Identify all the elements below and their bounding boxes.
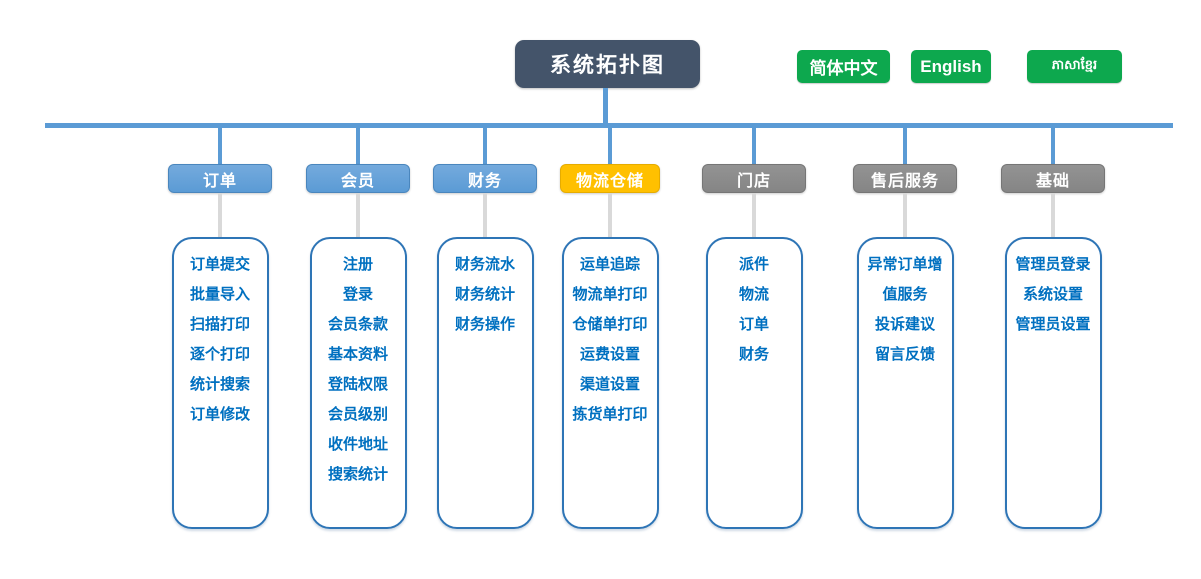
header-panel-connector — [903, 193, 907, 237]
module-header-stores[interactable]: 门店 — [702, 164, 806, 193]
module-header-members[interactable]: 会员 — [306, 164, 410, 193]
column-finance: 财务 财务流水财务统计财务操作 — [430, 128, 540, 529]
header-panel-connector — [608, 193, 612, 237]
menu-item[interactable]: 运单追踪 — [579, 256, 640, 273]
module-header-after-sales[interactable]: 售后服务 — [853, 164, 957, 193]
header-panel-connector — [1051, 193, 1055, 237]
menu-item[interactable]: 扫描打印 — [189, 316, 250, 333]
menu-item[interactable]: 财务 — [738, 346, 769, 363]
menu-item[interactable]: 异常订单增 — [867, 256, 943, 273]
menu-item[interactable]: 财务操作 — [454, 316, 515, 333]
title-connector-line — [603, 88, 608, 124]
branch-connector-line — [483, 128, 487, 164]
menu-item[interactable]: 登陆权限 — [327, 376, 388, 393]
menu-item[interactable]: 系统设置 — [1022, 286, 1083, 303]
branch-connector-line — [752, 128, 756, 164]
header-panel-connector — [218, 193, 222, 237]
module-panel-stores: 派件物流订单财务 — [705, 237, 803, 529]
menu-item[interactable]: 值服务 — [882, 286, 928, 303]
menu-item[interactable]: 搜索统计 — [327, 466, 388, 483]
menu-item[interactable]: 派件 — [738, 256, 769, 273]
branch-connector-line — [903, 128, 907, 164]
column-stores: 门店 派件物流订单财务 — [699, 128, 809, 529]
module-panel-orders: 订单提交批量导入扫描打印逐个打印统计搜索订单修改 — [171, 237, 269, 529]
menu-item[interactable]: 管理员登录 — [1015, 256, 1091, 273]
column-members: 会员 注册登录会员条款基本资料登陆权限会员级别收件地址搜索统计 — [303, 128, 413, 529]
menu-item[interactable]: 逐个打印 — [189, 346, 250, 363]
menu-item[interactable]: 投诉建议 — [874, 316, 935, 333]
menu-item[interactable]: 登录 — [342, 286, 373, 303]
menu-item[interactable]: 拣货单打印 — [572, 406, 648, 423]
menu-item[interactable]: 财务统计 — [454, 286, 515, 303]
column-logistics-warehouse: 物流仓储 运单追踪物流单打印仓储单打印运费设置渠道设置拣货单打印 — [555, 128, 665, 529]
language-button-english[interactable]: English — [911, 50, 991, 83]
menu-item[interactable]: 财务流水 — [454, 256, 515, 273]
header-panel-connector — [752, 193, 756, 237]
module-panel-members: 注册登录会员条款基本资料登陆权限会员级别收件地址搜索统计 — [309, 237, 407, 529]
module-header-orders[interactable]: 订单 — [168, 164, 272, 193]
column-basic: 基础 管理员登录系统设置管理员设置 — [998, 128, 1108, 529]
menu-item[interactable]: 运费设置 — [579, 346, 640, 363]
trunk-connector-line — [45, 123, 1173, 128]
module-panel-logistics-warehouse: 运单追踪物流单打印仓储单打印运费设置渠道设置拣货单打印 — [561, 237, 659, 529]
header-panel-connector — [483, 193, 487, 237]
menu-item[interactable]: 会员条款 — [327, 316, 388, 333]
menu-item[interactable]: 物流单打印 — [572, 286, 648, 303]
branch-connector-line — [356, 128, 360, 164]
menu-item[interactable]: 统计搜索 — [189, 376, 250, 393]
branch-connector-line — [608, 128, 612, 164]
module-header-basic[interactable]: 基础 — [1001, 164, 1105, 193]
menu-item[interactable]: 订单提交 — [189, 256, 250, 273]
menu-item[interactable]: 渠道设置 — [579, 376, 640, 393]
branch-connector-line — [218, 128, 222, 164]
language-button-chinese[interactable]: 简体中文 — [797, 50, 890, 83]
module-panel-basic: 管理员登录系统设置管理员设置 — [1004, 237, 1102, 529]
column-after-sales: 售后服务 异常订单增值服务投诉建议留言反馈 — [850, 128, 960, 529]
module-header-logistics-warehouse[interactable]: 物流仓储 — [560, 164, 660, 193]
menu-item[interactable]: 批量导入 — [189, 286, 250, 303]
branch-connector-line — [1051, 128, 1055, 164]
module-panel-after-sales: 异常订单增值服务投诉建议留言反馈 — [856, 237, 954, 529]
menu-item[interactable]: 会员级别 — [327, 406, 388, 423]
menu-item[interactable]: 基本资料 — [327, 346, 388, 363]
column-orders: 订单 订单提交批量导入扫描打印逐个打印统计搜索订单修改 — [165, 128, 275, 529]
menu-item[interactable]: 仓储单打印 — [572, 316, 648, 333]
header-panel-connector — [356, 193, 360, 237]
module-panel-finance: 财务流水财务统计财务操作 — [436, 237, 534, 529]
menu-item[interactable]: 订单 — [738, 316, 769, 333]
menu-item[interactable]: 注册 — [342, 256, 373, 273]
module-header-finance[interactable]: 财务 — [433, 164, 537, 193]
menu-item[interactable]: 订单修改 — [189, 406, 250, 423]
menu-item[interactable]: 物流 — [738, 286, 769, 303]
diagram-title: 系统拓扑图 — [515, 40, 700, 88]
language-button-khmer[interactable]: ភាសាខ្មែរ — [1027, 50, 1122, 83]
menu-item[interactable]: 留言反馈 — [874, 346, 935, 363]
menu-item[interactable]: 管理员设置 — [1015, 316, 1091, 333]
menu-item[interactable]: 收件地址 — [327, 436, 388, 453]
